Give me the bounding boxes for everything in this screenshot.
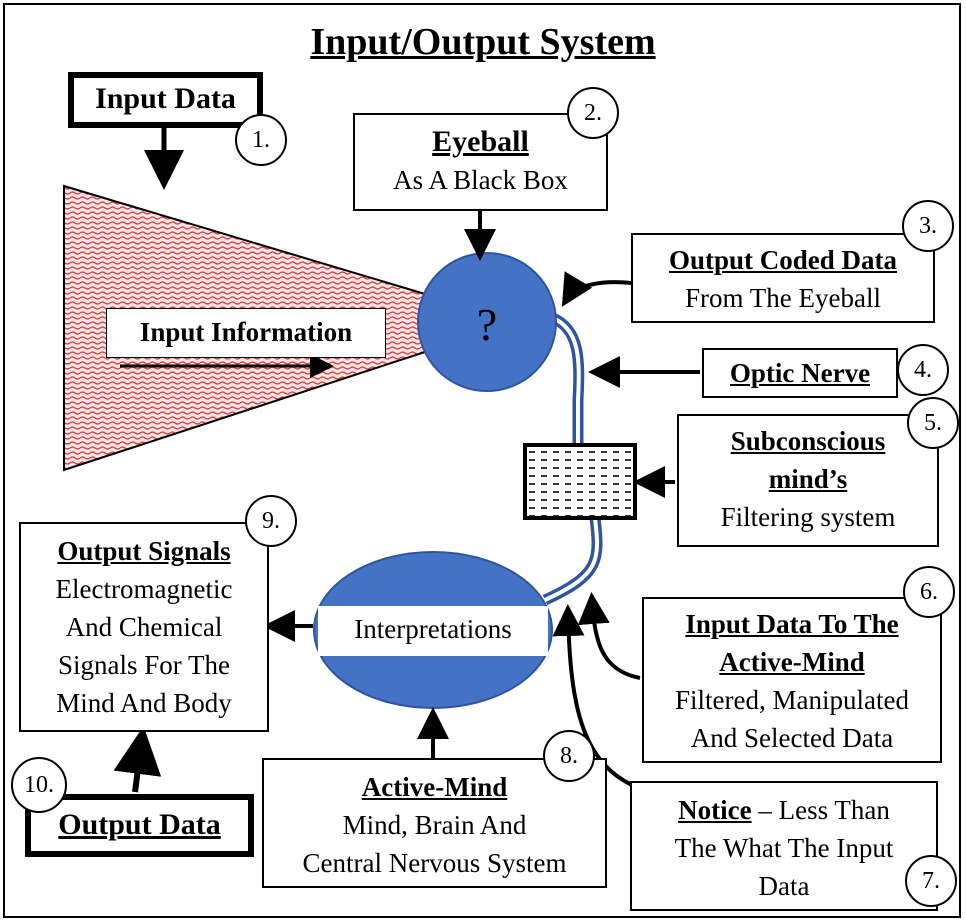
output-signals-line-1: Electromagnetic bbox=[55, 574, 233, 604]
arrow-output-coded bbox=[561, 271, 633, 307]
output-signals-line-4: Mind And Body bbox=[56, 688, 232, 718]
step-number-9: 9. bbox=[245, 495, 297, 547]
subconscious-title-2: mind’s bbox=[768, 464, 848, 494]
step-number-10: 10. bbox=[11, 757, 67, 813]
output-coded-box: Output Coded Data From The Eyeball bbox=[631, 233, 935, 323]
output-data-box: Output Data bbox=[25, 794, 254, 857]
notice-line-3: Data bbox=[758, 871, 810, 901]
eyeball-subtitle: As A Black Box bbox=[393, 165, 568, 195]
optic-nerve-box: Optic Nerve bbox=[702, 348, 898, 398]
diagram-title: Input/Output System bbox=[310, 21, 656, 63]
output-signals-box: Output Signals Electromagnetic And Chemi… bbox=[19, 522, 269, 732]
step-number-8: 8. bbox=[543, 730, 595, 782]
interpretations-label: Interpretations bbox=[354, 614, 512, 644]
subconscious-box: Subconscious mind’s Filtering system bbox=[677, 414, 939, 547]
arrow-output-data bbox=[113, 726, 162, 793]
output-data-label: Output Data bbox=[58, 808, 221, 841]
output-signals-line-3: Signals For The bbox=[57, 650, 230, 680]
notice-line-1: Notice – Less Than bbox=[632, 791, 936, 829]
optic-nerve-label: Optic Nerve bbox=[729, 358, 871, 388]
step-number-5: 5. bbox=[907, 397, 959, 449]
step-number-2: 2. bbox=[567, 87, 619, 139]
input-active-title-1: Input Data To The bbox=[685, 609, 899, 639]
step-number-6: 6. bbox=[903, 566, 955, 618]
interpretations-box: Interpretations bbox=[318, 606, 548, 656]
subconscious-title-1: Subconscious bbox=[730, 426, 886, 456]
input-data-box: Input Data bbox=[68, 72, 263, 128]
input-active-line-1: Filtered, Manipulated bbox=[675, 685, 909, 715]
active-mind-line-2: Central Nervous System bbox=[302, 848, 567, 878]
step-number-1: 1. bbox=[235, 114, 287, 166]
input-active-line-2: And Selected Data bbox=[690, 723, 894, 753]
input-information-label: Input Information bbox=[139, 317, 353, 347]
notice-line-2: The What The Input bbox=[674, 833, 894, 863]
input-active-box: Input Data To The Active-Mind Filtered, … bbox=[642, 597, 942, 763]
eyeball-question-mark: ? bbox=[476, 299, 498, 350]
input-data-label: Input Data bbox=[95, 82, 236, 115]
output-coded-title: Output Coded Data bbox=[668, 245, 898, 275]
input-information-box: Input Information bbox=[106, 308, 386, 358]
output-signals-line-2: And Chemical bbox=[65, 612, 223, 642]
input-active-title-2: Active-Mind bbox=[719, 647, 865, 677]
step-number-3: 3. bbox=[902, 200, 954, 252]
active-mind-box: Active-Mind Mind, Brain And Central Nerv… bbox=[262, 758, 607, 888]
notice-box: Notice – Less Than The What The Input Da… bbox=[630, 781, 938, 911]
step-number-4: 4. bbox=[897, 344, 949, 396]
optic-nerve-line bbox=[550, 312, 585, 445]
arrow-notice bbox=[552, 604, 633, 787]
eyeball-box: Eyeball As A Black Box bbox=[353, 113, 608, 211]
notice-bold: Notice bbox=[678, 795, 752, 825]
output-coded-subtitle: From The Eyeball bbox=[685, 283, 881, 313]
step-number-7: 7. bbox=[905, 855, 957, 907]
eyeball-title: Eyeball bbox=[432, 125, 529, 158]
output-signals-title: Output Signals bbox=[57, 536, 231, 566]
arrow-input-active bbox=[577, 592, 641, 680]
notice-rest: – Less Than bbox=[751, 795, 890, 825]
subconscious-subtitle: Filtering system bbox=[720, 502, 896, 532]
filter-box bbox=[523, 443, 637, 520]
active-mind-title: Active-Mind bbox=[361, 772, 508, 802]
active-mind-line-1: Mind, Brain And bbox=[342, 810, 527, 840]
diagram-frame bbox=[3, 3, 961, 918]
